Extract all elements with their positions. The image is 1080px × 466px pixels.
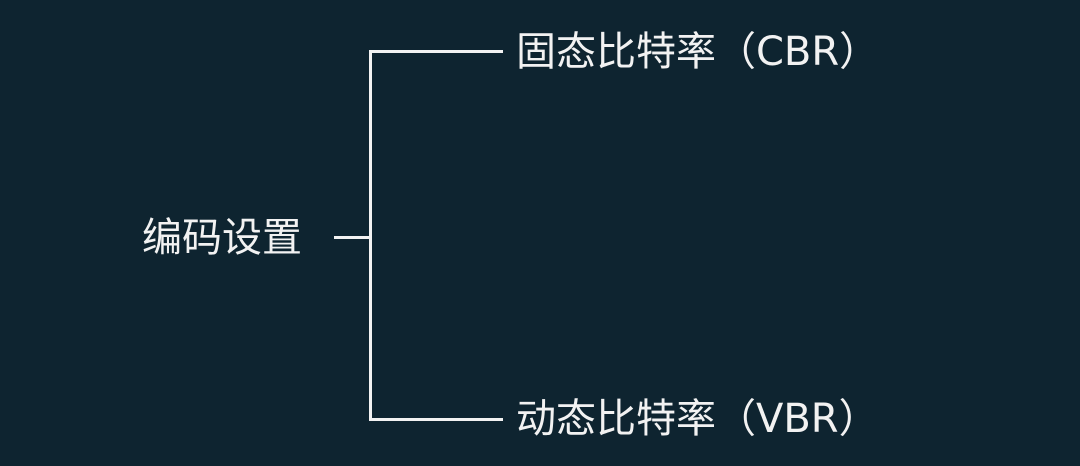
child-node-vbr-label: 动态比特率（VBR） bbox=[516, 396, 879, 442]
child-node-cbr-label: 固态比特率（CBR） bbox=[516, 29, 880, 75]
root-connector-line bbox=[334, 236, 370, 239]
branch-line-vbr bbox=[369, 418, 503, 421]
root-node-label: 编码设置 bbox=[142, 215, 302, 261]
bracket-vertical-line bbox=[369, 50, 372, 421]
branch-line-cbr bbox=[369, 50, 503, 53]
